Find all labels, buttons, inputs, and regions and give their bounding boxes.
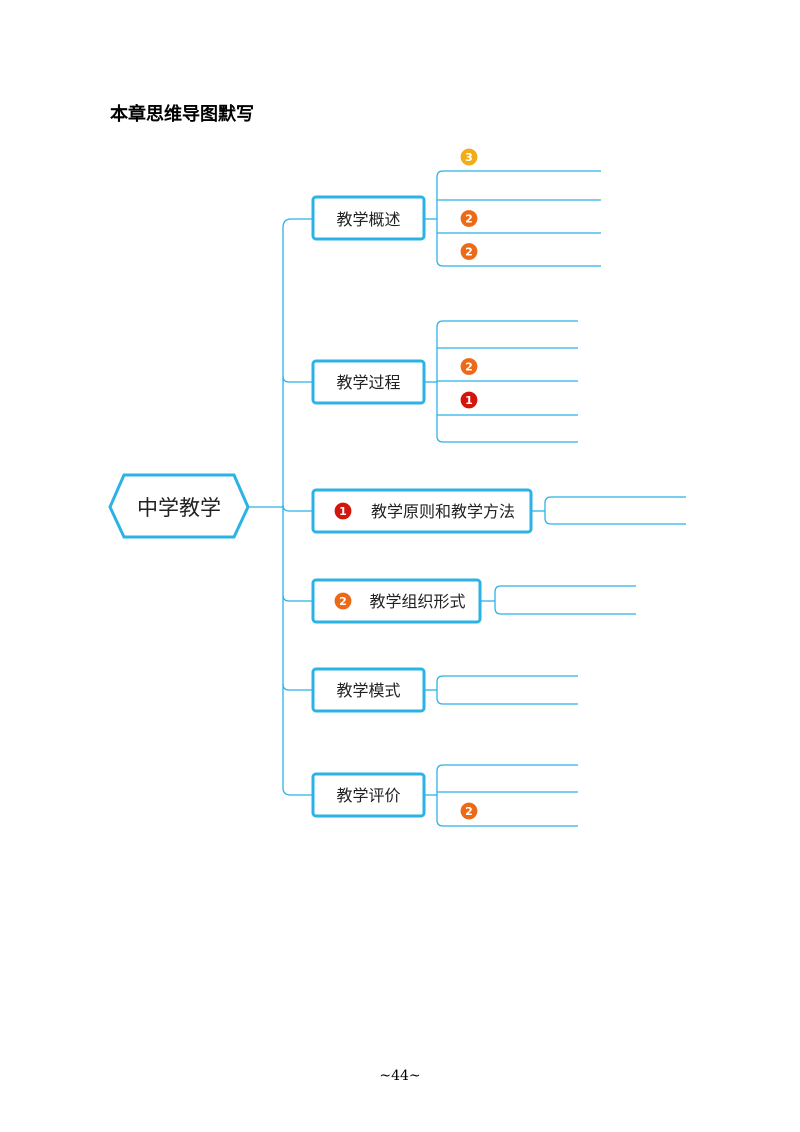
root-label: 中学教学: [137, 496, 221, 520]
blank-line: [436, 819, 578, 827]
blank-line: [494, 607, 636, 615]
branch-node-2: 教学过程: [311, 359, 426, 405]
branch-label: 教学过程: [336, 373, 400, 392]
blank-line: [436, 764, 578, 772]
branch-connector: [282, 218, 313, 229]
page-heading: 本章思维导图默写: [110, 104, 254, 125]
branch-connector: [282, 375, 313, 383]
blank-line: [494, 585, 636, 593]
priority-badge-2: 2: [459, 356, 479, 377]
branch-node-6: 教学评价: [311, 772, 426, 818]
priority-badge-1: 1: [333, 501, 353, 521]
branch-label: 教学概述: [336, 210, 400, 229]
branch-label: 教学原则和教学方法: [371, 502, 515, 521]
branch-node-3: 1 教学原则和教学方法: [311, 488, 533, 534]
priority-badge-2: 2: [459, 801, 479, 821]
blank-line: [436, 320, 578, 328]
connector-lines: [248, 170, 686, 827]
svg-text:2: 2: [465, 361, 473, 374]
blank-line: [436, 697, 578, 705]
branch-label: 教学评价: [336, 786, 400, 805]
priority-badge-1: 1: [459, 390, 479, 410]
branch-connector: [282, 504, 313, 512]
svg-text:2: 2: [465, 805, 473, 818]
svg-text:2: 2: [465, 246, 473, 259]
page-number: ~44~: [379, 1068, 421, 1084]
priority-badge-2: 2: [459, 241, 479, 262]
branch-node-4: 2 教学组织形式: [311, 578, 482, 624]
blank-line: [436, 675, 578, 683]
priority-badge-2: 2: [459, 208, 479, 229]
branch-connector: [282, 683, 313, 691]
svg-text:1: 1: [339, 505, 347, 518]
blank-line: [544, 496, 686, 504]
branch-connector: [282, 594, 313, 602]
svg-text:2: 2: [465, 213, 473, 226]
svg-text:3: 3: [465, 151, 473, 164]
branch-connector: [282, 787, 313, 796]
branch-label: 教学组织形式: [369, 592, 465, 611]
branch-node-1: 教学概述: [311, 195, 426, 241]
blank-line: [436, 170, 601, 178]
blank-line: [436, 259, 601, 267]
blank-line: [544, 517, 686, 525]
priority-badge-3: 3: [459, 147, 479, 167]
branch-label: 教学模式: [336, 681, 400, 700]
branch-node-5: 教学模式: [311, 667, 426, 713]
blank-line: [436, 435, 578, 443]
priority-badge-2: 2: [333, 591, 353, 611]
svg-text:1: 1: [465, 394, 473, 407]
svg-text:2: 2: [339, 595, 347, 608]
root-node: 中学教学: [108, 473, 250, 539]
